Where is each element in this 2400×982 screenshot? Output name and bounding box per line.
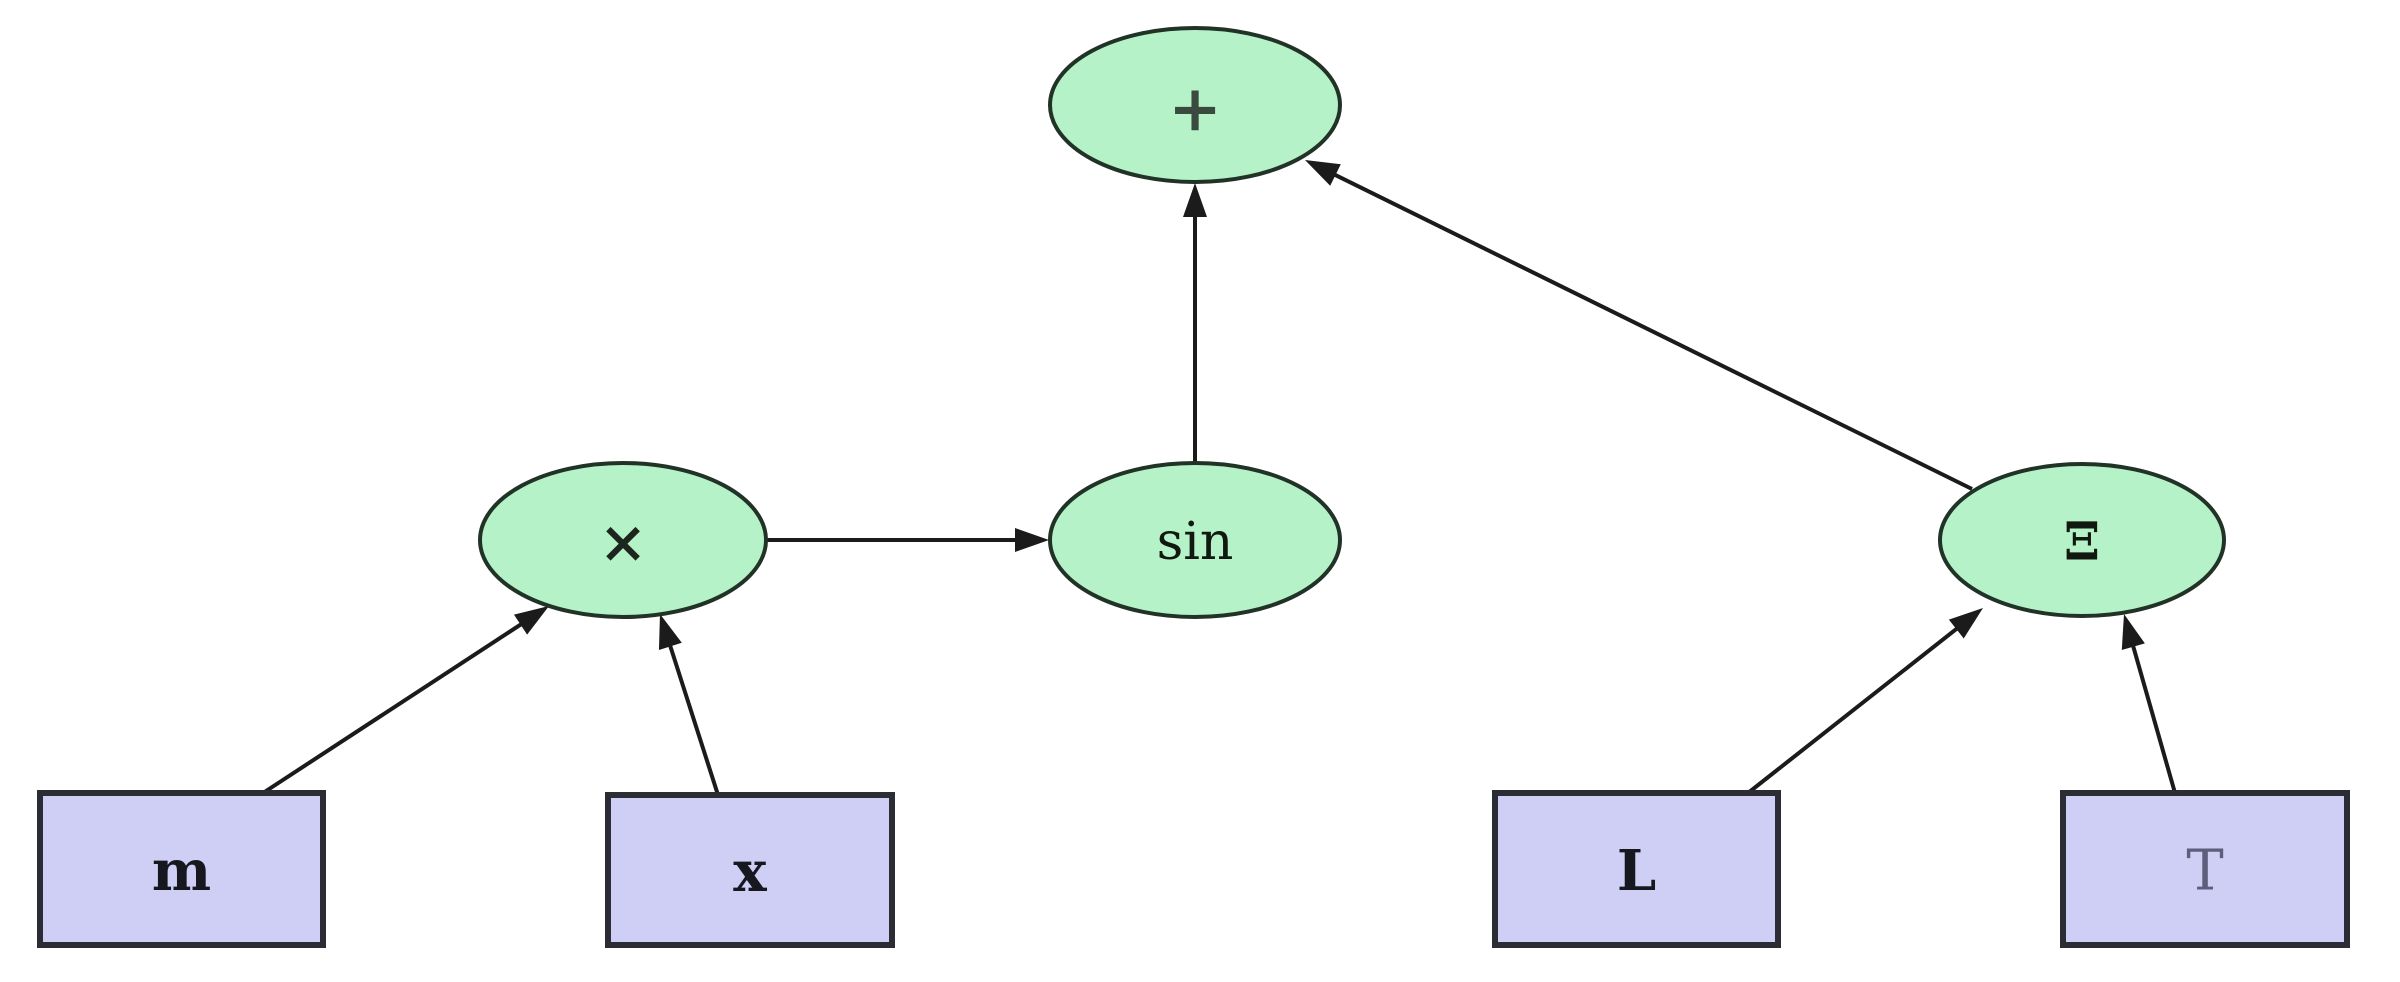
node-x-shape [605,792,895,948]
edge-L-to-xi [1746,608,1983,795]
node-L: L [1492,790,1781,948]
node-xi-label: Ξ [2064,512,2101,573]
edge-sin-to-plus [1183,183,1207,462]
arrowhead-icon [1948,608,1983,639]
node-L-label: L [1617,838,1656,904]
node-L-shape [1492,790,1781,948]
node-xi: Ξ [1938,462,2226,618]
arrowhead-icon [2121,614,2145,650]
node-times-shape [478,461,768,619]
node-T-label: T [2186,839,2223,904]
node-sin-shape [1048,461,1342,619]
node-m-label: m [152,838,211,904]
node-plus-label: + [1168,72,1222,147]
edge-x-to-times [658,614,720,796]
edge-line [2130,642,2177,794]
node-m-shape [37,790,326,948]
node-x: x [605,792,895,948]
node-times: × [478,461,768,619]
arrowhead-icon [658,614,682,651]
node-plus: + [1048,26,1342,184]
edge-line [1746,624,1961,795]
arrowhead-icon [1305,160,1341,186]
arrowhead-icon [1183,183,1207,217]
arrowhead-icon [1015,528,1049,552]
node-m: m [37,790,326,948]
arrowhead-icon [513,606,549,635]
edge-line [1331,171,1973,491]
node-plus-shape [1048,26,1342,184]
node-x-label: x [733,839,767,905]
node-T: T [2060,790,2350,948]
edge-line [261,620,525,795]
edge-xi-to-plus [1305,160,1973,491]
edge-m-to-times [261,606,549,795]
node-sin-label: sin [1157,512,1234,572]
node-sin: sin [1048,461,1342,619]
edge-line [667,641,720,796]
edge-times-to-sin [767,528,1049,552]
edge-T-to-xi [2121,614,2177,794]
node-T-shape [2060,790,2350,948]
node-xi-shape [1938,462,2226,618]
node-times-label: × [599,508,648,576]
